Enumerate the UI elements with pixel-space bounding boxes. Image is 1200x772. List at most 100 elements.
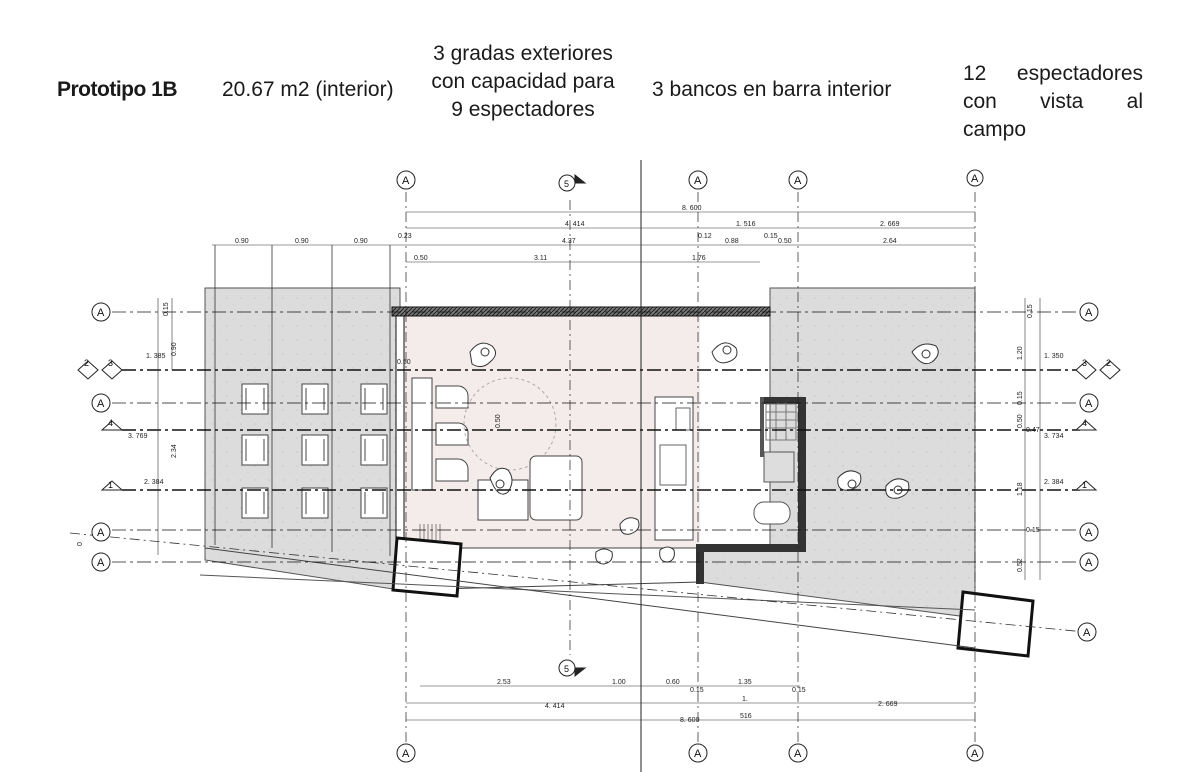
dim-left-g: 2. 384 xyxy=(144,479,164,486)
dim-left-f: 2.34 xyxy=(171,444,178,458)
site-line-south xyxy=(69,532,1086,633)
dim-left-e: 3. 769 xyxy=(128,433,148,440)
axis-markers-right xyxy=(1074,360,1121,491)
bath-wall-e xyxy=(798,397,806,552)
dim-right-c: 1.20 xyxy=(1017,346,1024,360)
bath-partition xyxy=(760,397,764,457)
dim-bottom-b6: 0.15 xyxy=(792,687,806,694)
dim-right-b: 1. 350 xyxy=(1044,353,1064,360)
espectadores-label: 12 espectadores con vista al campo xyxy=(963,60,1143,144)
dim-left-c: 0.90 xyxy=(171,342,178,356)
dims-right xyxy=(1024,298,1041,580)
dim-bottom-total: 8. 600 xyxy=(680,717,700,724)
dim-right-j: 0.15 xyxy=(1026,527,1040,534)
grid-bubble-bottom-2: A xyxy=(694,748,702,760)
grid-bubble-left-4: A xyxy=(97,557,105,569)
dim-right-e: 0.50 xyxy=(1017,414,1024,428)
dims-left xyxy=(157,298,173,555)
people-figures xyxy=(469,342,939,565)
grid-bubble-left-3: A xyxy=(97,527,105,539)
grid-bubbles-left xyxy=(91,302,111,572)
bleacher-seats xyxy=(241,383,388,519)
stove xyxy=(659,444,687,486)
dim-interior: 4.37 xyxy=(562,238,576,245)
axis-right-1: 3 xyxy=(1082,358,1087,368)
grid-bubbles-bottom xyxy=(396,743,984,763)
axis-left-2: 3 xyxy=(108,358,113,368)
dim-inner-a: 0.50 xyxy=(414,255,428,262)
ground-edge xyxy=(204,547,976,649)
gradas-line-1: 3 gradas exteriores xyxy=(433,42,613,65)
grid-bubble-bottom-1: A xyxy=(402,748,410,760)
dim-right-h: 2. 384 xyxy=(1044,479,1064,486)
planter-left xyxy=(391,536,463,598)
dim-bottom-sub: 516 xyxy=(740,713,752,720)
espectadores-line-3: campo xyxy=(963,118,1027,141)
dim-bottom-right: 2. 669 xyxy=(878,701,898,708)
toilet xyxy=(753,501,791,525)
grid-bubble-left-1: A xyxy=(97,307,105,319)
dim-right-f: 0.47 xyxy=(1026,427,1040,434)
planter-right xyxy=(956,590,1035,658)
horizontal-axes xyxy=(112,311,1080,563)
espectadores-line-2: con vista al xyxy=(963,90,1143,113)
area-label: 20.67 m2 (interior) xyxy=(222,78,394,101)
axis-right-3: 4 xyxy=(1082,418,1087,428)
dim-bleach-3: 0.90 xyxy=(354,238,368,245)
dim-bottom-left: 4. 414 xyxy=(545,703,565,710)
bar-stools xyxy=(435,385,469,482)
field-terrace xyxy=(699,287,976,619)
grid-bubble-top-3: A xyxy=(794,175,802,187)
espectadores-line-1: 12 espectadores xyxy=(963,62,1143,85)
dim-inner-c: 1.76 xyxy=(692,255,706,262)
dim-r5: 2.64 xyxy=(883,238,897,245)
dim-r1: 0.12 xyxy=(698,233,712,240)
axis-right-4: 1 xyxy=(1082,480,1087,490)
armchair xyxy=(529,455,583,521)
site-line-south-left xyxy=(199,574,976,611)
dim-right-g: 3. 734 xyxy=(1044,433,1064,440)
section-markers xyxy=(558,173,587,678)
dim-top-mid: 1. 516 xyxy=(736,221,756,228)
dim-inner-b: 3.11 xyxy=(534,255,547,262)
swing-arc xyxy=(463,377,557,471)
dim-right-a: 0.15 xyxy=(1027,304,1034,318)
gradas-line-2: con capacidad para xyxy=(431,70,615,93)
bancos-label: 3 bancos en barra interior xyxy=(652,78,892,101)
dim-bottom-b1: 2.53 xyxy=(497,679,511,686)
grid-bubble-bottom-4: A xyxy=(971,748,979,760)
dims-bottom xyxy=(406,685,975,721)
axis-left-3: 4 xyxy=(108,418,113,428)
gradas-label: 3 gradas exteriores con capacidad para 9… xyxy=(418,40,628,124)
grid-bubbles-top xyxy=(396,169,984,190)
north-wall xyxy=(391,306,771,317)
bath-wall-w xyxy=(696,544,704,584)
grid-bubble-top-1: A xyxy=(402,175,410,187)
grid-bubble-top-2: A xyxy=(694,175,702,187)
axis-left-4: 1 xyxy=(108,480,113,490)
dim-interior-a: 0.50 xyxy=(495,414,502,428)
gradas-line-3: 9 espectadores xyxy=(451,98,595,121)
dim-bleach-1: 0.90 xyxy=(235,238,249,245)
grid-bubble-bottom-3: A xyxy=(794,748,802,760)
vertical-axes xyxy=(405,192,976,742)
grid-bubble-right-3: A xyxy=(1085,527,1093,539)
west-wall xyxy=(395,315,405,549)
dim-left-h: 0 xyxy=(77,542,84,546)
section-marker-bottom: 5 xyxy=(564,664,569,674)
grid-bubbles-right xyxy=(1077,302,1099,642)
dim-bottom-b4: 0.15 xyxy=(690,687,704,694)
axis-right-2: 2 xyxy=(1106,358,1111,368)
grid-bubble-right-2: A xyxy=(1085,398,1093,410)
dim-bottom-b5: 1.35 xyxy=(738,679,752,686)
axis-markers-left xyxy=(77,360,124,491)
bath-wall-n xyxy=(760,397,806,404)
dim-r4: 0.50 xyxy=(778,238,792,245)
axis-left-1: 2 xyxy=(84,358,89,368)
dim-top-total: 8. 600 xyxy=(682,205,702,212)
dim-r3: 0.15 xyxy=(764,233,778,240)
interior-bar xyxy=(411,377,433,491)
shower-grid xyxy=(765,403,797,441)
bleacher-steps xyxy=(214,245,391,556)
